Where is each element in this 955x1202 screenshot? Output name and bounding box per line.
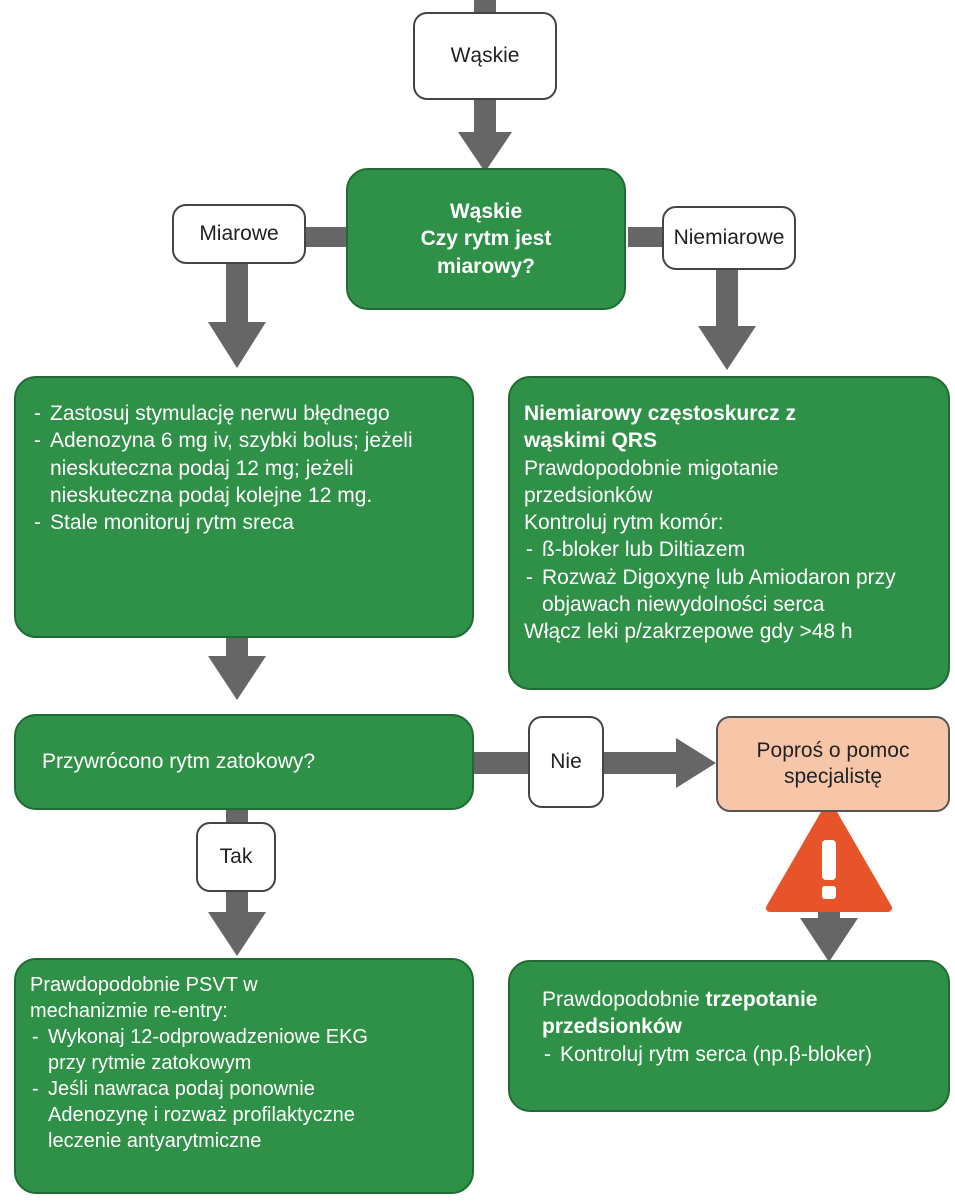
warning-triangle-icon xyxy=(766,802,892,912)
specialist-text: Poproś o pomoc specjalistę xyxy=(756,738,910,788)
irregular-line1: Prawdopodobnie migotanie przedsionków xyxy=(524,456,779,507)
question-title: Wąskie xyxy=(449,200,523,224)
arrow-head xyxy=(676,738,716,788)
node-regular: Miarowe xyxy=(172,204,306,264)
connector-line xyxy=(628,227,664,247)
list-item: Adenozyna 6 mg iv, szybki bolus; jeżeli … xyxy=(32,427,456,509)
psvt-intro: Prawdopodobnie PSVT w mechanizmie re-ent… xyxy=(30,974,258,1022)
node-flutter: Prawdopodobnie trzepotanie przedsionków … xyxy=(508,960,950,1112)
irregular-line2: Kontroluj rytm komór: xyxy=(524,511,724,535)
list-item: Zastosuj stymulację nerwu błędnego xyxy=(32,400,456,428)
flutter-prefix: Prawdopodobnie xyxy=(542,988,700,1011)
node-no: Nie xyxy=(528,716,604,808)
connector-line xyxy=(474,0,496,14)
question-text: Czy rytm jest miarowy? xyxy=(420,227,552,278)
list-item: Kontroluj rytm serca (np.β-bloker) xyxy=(542,1041,936,1069)
node-psvt: Prawdopodobnie PSVT w mechanizmie re-ent… xyxy=(14,958,474,1194)
node-irregular-label: Niemiarowe xyxy=(673,226,785,249)
arrow-head xyxy=(458,132,512,172)
arrow-head xyxy=(208,322,266,368)
list-item: ß-bloker lub Diltiazem xyxy=(524,536,936,564)
node-irregular: Niemiarowe xyxy=(662,206,796,270)
connector-line xyxy=(716,270,738,332)
node-regular-label: Miarowe xyxy=(199,222,279,245)
node-specialist: Poproś o pomoc specjalistę xyxy=(716,716,950,812)
node-top: Wąskie xyxy=(413,12,557,100)
arrow-head xyxy=(698,326,756,370)
irregular-title: Niemiarowy częstoskurcz z wąskimi QRS xyxy=(524,402,796,453)
connector-line xyxy=(470,752,532,774)
node-no-label: Nie xyxy=(550,750,582,773)
node-sinus-question: Przywrócono rytm zatokowy? xyxy=(14,714,474,810)
flutter-list: Kontroluj rytm serca (np.β-bloker) xyxy=(542,1041,936,1069)
connector-line xyxy=(226,262,248,330)
list-item: Stale monitoruj rytm sreca xyxy=(32,509,456,537)
node-yes: Tak xyxy=(196,822,276,892)
node-top-label: Wąskie xyxy=(450,44,520,67)
psvt-list: Wykonaj 12-odprowadzeniowe EKG przy rytm… xyxy=(30,1024,458,1154)
node-regular-actions: Zastosuj stymulację nerwu błędnego Adeno… xyxy=(14,376,474,638)
sinus-question-text: Przywrócono rytm zatokowy? xyxy=(42,750,316,774)
flutter-bold: trzepotanie przedsionków xyxy=(542,988,818,1039)
node-irregular-actions: Niemiarowy częstoskurcz z wąskimi QRS Pr… xyxy=(508,376,950,690)
connector-line xyxy=(302,227,350,247)
connector-line xyxy=(598,752,680,774)
arrow-head xyxy=(208,912,266,956)
connector-line xyxy=(474,94,496,138)
list-item: Rozważ Digoxynę lub Amiodaron przy objaw… xyxy=(524,564,936,619)
regular-actions-list: Zastosuj stymulację nerwu błędnego Adeno… xyxy=(32,400,456,537)
list-item: Jeśli nawraca podaj ponownie Adenozynę i… xyxy=(30,1076,378,1154)
node-regularity-question: Wąskie Czy rytm jest miarowy? xyxy=(346,168,626,310)
node-yes-label: Tak xyxy=(219,845,253,868)
list-item: Wykonaj 12-odprowadzeniowe EKG przy rytm… xyxy=(30,1024,378,1076)
arrow-head xyxy=(208,656,266,700)
flutter-heading: Prawdopodobnie trzepotanie przedsionków xyxy=(542,986,862,1041)
irregular-list: ß-bloker lub Diltiazem Rozważ Digoxynę l… xyxy=(524,536,936,618)
arrow-head xyxy=(800,918,858,962)
irregular-footer: Włącz leki p/zakrzepowe gdy >48 h xyxy=(524,620,853,644)
